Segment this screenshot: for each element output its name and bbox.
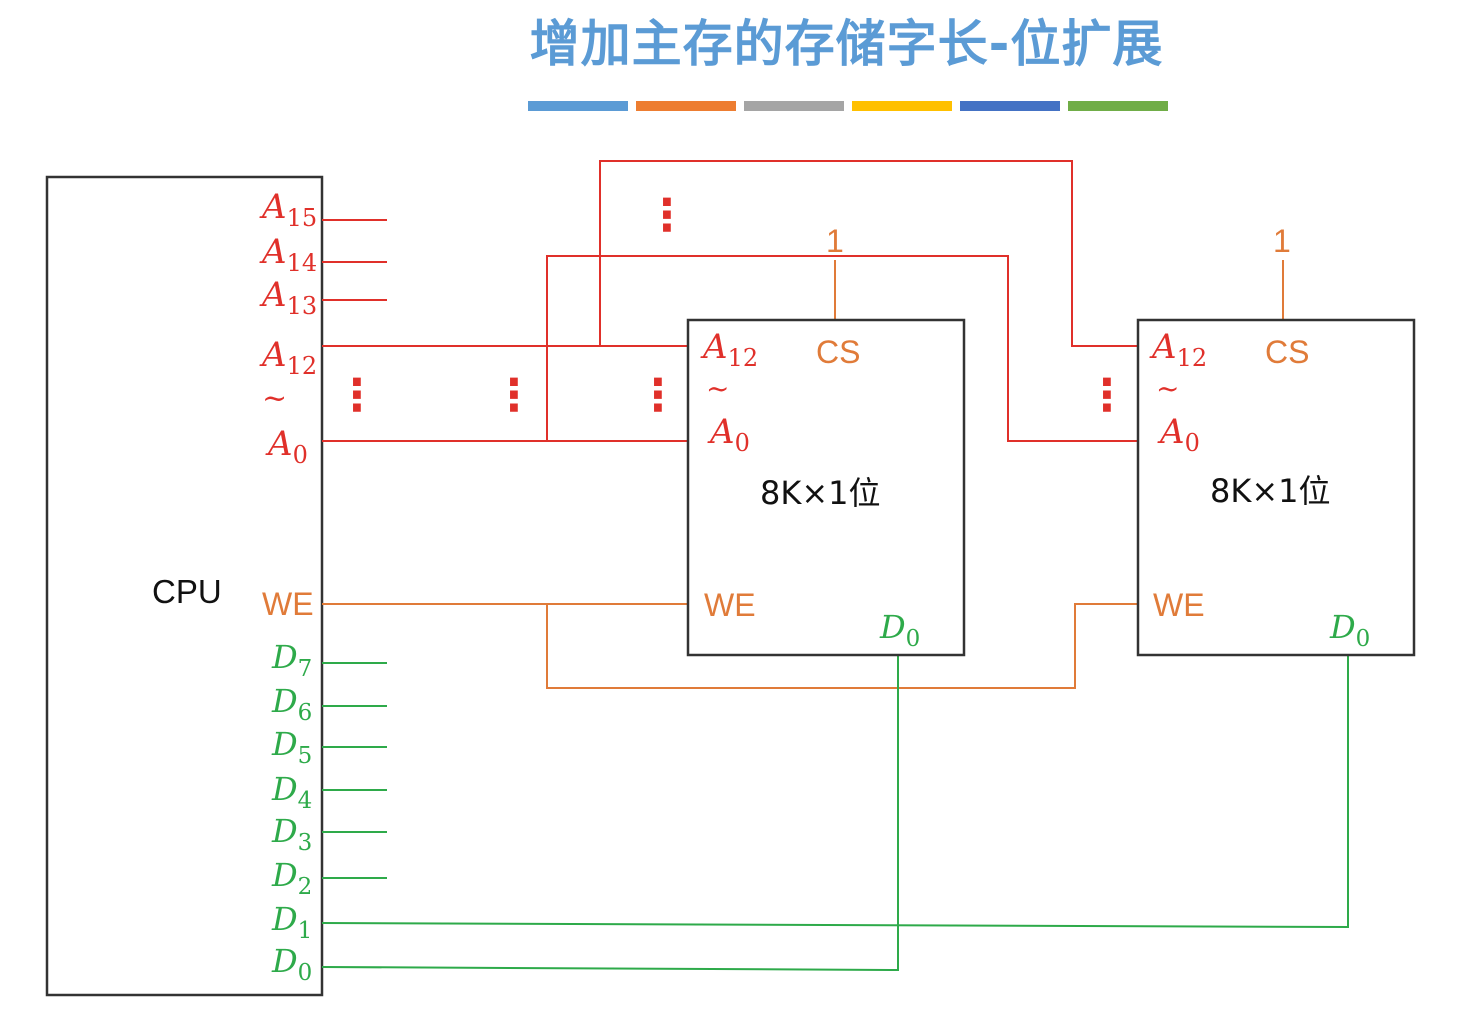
cpu-pin-d7: D7 bbox=[271, 638, 312, 682]
wire-d0-to-chip1 bbox=[321, 655, 899, 972]
stripe-segment-6 bbox=[1068, 101, 1168, 111]
cpu-box bbox=[45, 175, 324, 997]
chip-1-pin-d0: D0 bbox=[879, 608, 920, 652]
dots-mid-bus: ⋮ bbox=[492, 370, 536, 421]
cpu-pin-a15: A15 bbox=[259, 187, 317, 232]
data-wires bbox=[321, 655, 1349, 972]
chip-2-pin-a0: A0 bbox=[1157, 412, 1200, 457]
chip-1-tilde: ~ bbox=[706, 372, 729, 405]
memory-chip-1: 1 A12 ~ A0 CS 8K×1位 WE D0 bbox=[686, 223, 966, 657]
cpu-pin-a0: A0 bbox=[265, 424, 308, 469]
chip-2-box bbox=[1136, 318, 1416, 657]
cpu-pin-we: WE bbox=[262, 586, 314, 622]
cpu-pin-d4: D4 bbox=[271, 770, 312, 814]
cpu-pin-a14: A14 bbox=[259, 232, 317, 277]
cpu-pin-d0: D0 bbox=[271, 942, 312, 986]
title-color-stripe bbox=[528, 101, 1168, 111]
dots-chip2-in: ⋮ bbox=[1085, 370, 1129, 421]
wire-a12-to-chip2 bbox=[599, 160, 1138, 347]
chip-1-capacity-label: 8K×1位 bbox=[760, 474, 881, 512]
wire-we-chip2 bbox=[546, 603, 1138, 689]
cpu-pin-a12: A12 bbox=[259, 335, 317, 380]
cpu-pin-d5: D5 bbox=[271, 725, 312, 769]
chip-2-tilde: ~ bbox=[1156, 372, 1179, 405]
page-title: 增加主存的存储字长-位扩展 bbox=[529, 15, 1164, 73]
we-wires bbox=[322, 603, 1138, 689]
chip-2-pin-a12: A12 bbox=[1149, 327, 1207, 372]
stripe-segment-5 bbox=[960, 101, 1060, 111]
memory-chip-2: 1 A12 ~ A0 CS 8K×1位 WE D0 bbox=[1136, 223, 1416, 657]
cpu-pin-d6: D6 bbox=[271, 682, 312, 726]
chip-1-pin-cs: CS bbox=[816, 334, 860, 370]
chip-2-pin-we: WE bbox=[1153, 587, 1205, 623]
chip-1-pin-a12: A12 bbox=[700, 327, 758, 372]
dots-chip1-in: ⋮ bbox=[636, 370, 680, 421]
chip-2-pin-cs: CS bbox=[1265, 334, 1309, 370]
ellipsis-marks: ⋮ ⋮ ⋮ ⋮ ⋮ bbox=[335, 190, 1129, 421]
cpu-label: CPU bbox=[152, 573, 222, 610]
stripe-segment-1 bbox=[528, 101, 628, 111]
cpu-pin-d1: D1 bbox=[271, 900, 312, 944]
cpu-address-labels: A15 A14 A13 A12 ~ A0 bbox=[259, 187, 317, 469]
stripe-segment-2 bbox=[636, 101, 736, 111]
chip-1-box bbox=[686, 318, 966, 657]
stripe-segment-3 bbox=[744, 101, 844, 111]
cpu-data-labels: D7 D6 D5 D4 D3 D2 D1 D0 bbox=[271, 638, 312, 986]
cs-wires bbox=[834, 260, 1284, 320]
cpu-pin-range-tilde: ~ bbox=[262, 381, 287, 416]
cpu-pin-d3: D3 bbox=[271, 812, 312, 856]
cpu-pin-d2: D2 bbox=[271, 856, 312, 900]
stripe-segment-4 bbox=[852, 101, 952, 111]
dots-top-bus: ⋮ bbox=[645, 190, 689, 241]
address-wires bbox=[322, 160, 1138, 442]
chip-2-cs-value: 1 bbox=[1273, 223, 1291, 259]
cpu-pin-a13: A13 bbox=[259, 275, 317, 320]
chip-2-pin-d0: D0 bbox=[1329, 608, 1370, 652]
wire-a0-to-chip2 bbox=[546, 255, 1138, 442]
wire-d1-to-chip2 bbox=[321, 655, 1349, 929]
chip-1-cs-value: 1 bbox=[826, 223, 844, 259]
dots-cpu-bus: ⋮ bbox=[335, 370, 379, 421]
chip-2-capacity-label: 8K×1位 bbox=[1210, 472, 1331, 510]
chip-1-pin-a0: A0 bbox=[707, 412, 750, 457]
chip-1-pin-we: WE bbox=[704, 587, 756, 623]
